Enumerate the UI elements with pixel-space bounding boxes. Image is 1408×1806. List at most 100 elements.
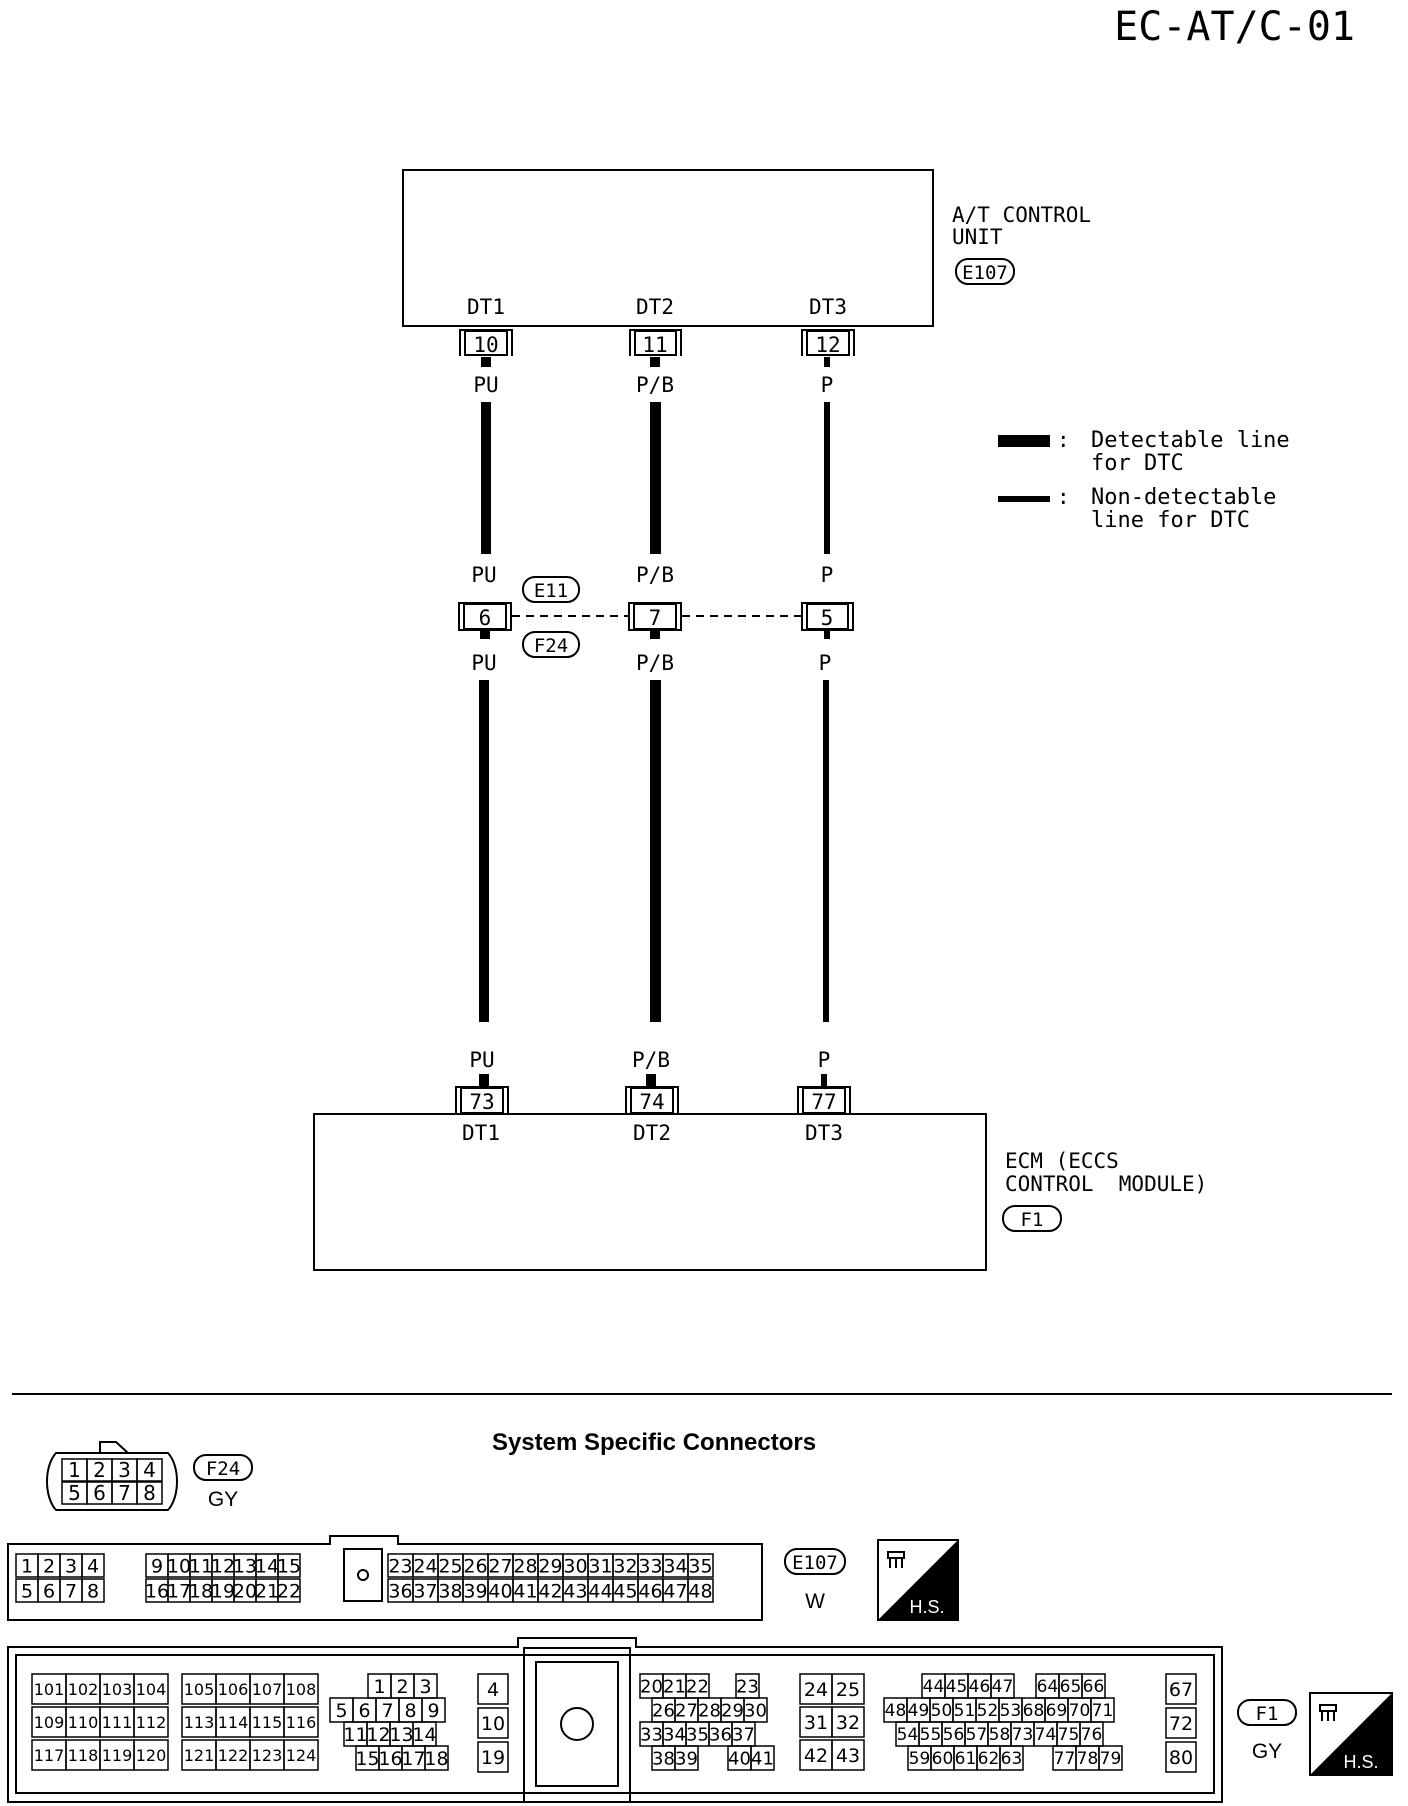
- cavity-number: 18: [424, 1748, 448, 1770]
- bottom-terminal-label-dt3: DT3: [805, 1121, 843, 1145]
- top-terminal-label-dt2: DT2: [636, 295, 674, 319]
- cavity-number: 8: [143, 1481, 156, 1505]
- cavity-number: 9: [151, 1555, 163, 1577]
- cavity-number: 13: [389, 1724, 413, 1746]
- cavity-number: 17: [401, 1748, 425, 1770]
- junction-pin-7-number: 7: [649, 606, 662, 630]
- bottom-pin-77-number: 77: [811, 1090, 836, 1114]
- cavity-number: 36: [709, 1724, 732, 1745]
- wire-stub-p-junction: [824, 631, 830, 639]
- cavity-number: 28: [698, 1700, 721, 1721]
- wire-color-pu-mid-bottom: PU: [471, 651, 496, 675]
- cavity-number: 28: [513, 1555, 537, 1577]
- cavity-number: 122: [218, 1746, 249, 1765]
- connector-cavity: [136, 1481, 163, 1505]
- cavity-number: 9: [427, 1700, 439, 1722]
- connector-id-e11-badge: E11: [522, 576, 580, 603]
- wire-stub-pu-bottom: [479, 1074, 489, 1086]
- top-terminal-label-dt1: DT1: [467, 295, 505, 319]
- legend-detectable-line1: Detectable line: [1091, 428, 1290, 453]
- cavity-number: 51: [954, 1701, 976, 1721]
- cavity-number: 7: [118, 1481, 131, 1505]
- cavity-number: 71: [1092, 1701, 1114, 1721]
- cavity-number: 38: [438, 1580, 462, 1602]
- cavity-number: 36: [388, 1580, 412, 1602]
- cavity-number: 4: [143, 1458, 156, 1482]
- cavity-number: 79: [1100, 1749, 1122, 1769]
- bottom-pin-73: 73: [455, 1086, 509, 1114]
- cavity-number: 24: [804, 1679, 828, 1701]
- cavity-number: 7: [381, 1700, 393, 1722]
- cavity-number: 121: [184, 1746, 215, 1765]
- cavity-number: 113: [184, 1713, 215, 1732]
- cavity-number: 21: [255, 1580, 279, 1602]
- connector-cavity: [687, 1553, 714, 1578]
- connector-cavity: [283, 1673, 319, 1705]
- wire-color-pu-mid-top: PU: [471, 563, 496, 587]
- wire-p-lower: [823, 680, 829, 1022]
- cavity-number: 67: [1169, 1679, 1193, 1701]
- cavity-number: 73: [1012, 1725, 1034, 1745]
- connector-cavity: [133, 1706, 169, 1738]
- cavity-number: 35: [688, 1555, 712, 1577]
- connector-id-f24-section: F24: [206, 1458, 240, 1480]
- junction-pin-5: 5: [801, 602, 854, 631]
- top-pin-12: 12: [801, 329, 855, 357]
- wire-p-upper: [824, 402, 830, 554]
- cavity-number: 65: [1060, 1677, 1082, 1697]
- cavity-number: 49: [908, 1701, 930, 1721]
- connector-cavity: [81, 1578, 105, 1603]
- connector-cavity: [999, 1745, 1024, 1771]
- cavity-number: 40: [488, 1580, 512, 1602]
- cavity-number: 26: [652, 1700, 675, 1721]
- connector-cavity: [136, 1458, 163, 1482]
- cavity-number: 6: [358, 1700, 370, 1722]
- cavity-number: 39: [463, 1580, 487, 1602]
- cavity-number: 34: [663, 1555, 687, 1577]
- wire-color-pu-lower: PU: [469, 1048, 494, 1072]
- cavity-number: 20: [640, 1676, 663, 1697]
- legend-detectable-line2: for DTC: [1091, 451, 1184, 476]
- cavity-number: 5: [21, 1580, 33, 1602]
- cavity-number: 116: [286, 1713, 317, 1732]
- cavity-number: 15: [355, 1748, 379, 1770]
- cavity-number: 21: [663, 1676, 686, 1697]
- cavity-number: 42: [804, 1745, 828, 1767]
- cavity-number: 123: [252, 1746, 283, 1765]
- cavity-number: 110: [68, 1713, 99, 1732]
- cavity-number: 106: [218, 1680, 249, 1699]
- connector-cavity: [831, 1673, 865, 1705]
- cavity-number: 69: [1046, 1701, 1068, 1721]
- cavity-number: 27: [488, 1555, 512, 1577]
- cavity-number: 8: [404, 1700, 416, 1722]
- connector-cavity: [674, 1745, 699, 1771]
- wire-color-pb-lower: P/B: [632, 1048, 670, 1072]
- cavity-number: 24: [413, 1555, 437, 1577]
- cavity-number: 5: [68, 1481, 81, 1505]
- wire-stub-p-top: [824, 357, 830, 367]
- cavity-number: 14: [412, 1724, 436, 1746]
- cavity-number: 40: [728, 1748, 751, 1769]
- cavity-number: 27: [675, 1700, 698, 1721]
- wire-color-pb-upper: P/B: [636, 373, 674, 397]
- cavity-number: 3: [419, 1676, 431, 1698]
- cavity-number: 12: [211, 1555, 235, 1577]
- connector-id-e107-badge: E107: [955, 258, 1015, 285]
- cavity-number: 75: [1058, 1725, 1080, 1745]
- cavity-number: 44: [923, 1677, 945, 1697]
- cavity-number: 48: [688, 1580, 712, 1602]
- cavity-number: 117: [34, 1746, 65, 1765]
- harness-side-badge-e107: H.S.: [877, 1539, 959, 1621]
- top-pin-12-number: 12: [815, 333, 840, 357]
- legend-nondetectable-swatch: [998, 496, 1050, 502]
- connector-id-f1-section: F1: [1256, 1703, 1279, 1725]
- page-code: EC-AT/C-01: [1114, 4, 1355, 50]
- cavity-number: 66: [1083, 1677, 1105, 1697]
- cavity-number: 38: [652, 1748, 675, 1769]
- cavity-number: 4: [487, 1679, 499, 1701]
- cavity-number: 43: [563, 1580, 587, 1602]
- connector-id-e107-section-badge: E107: [784, 1548, 846, 1575]
- connector-cavity: [1098, 1745, 1123, 1771]
